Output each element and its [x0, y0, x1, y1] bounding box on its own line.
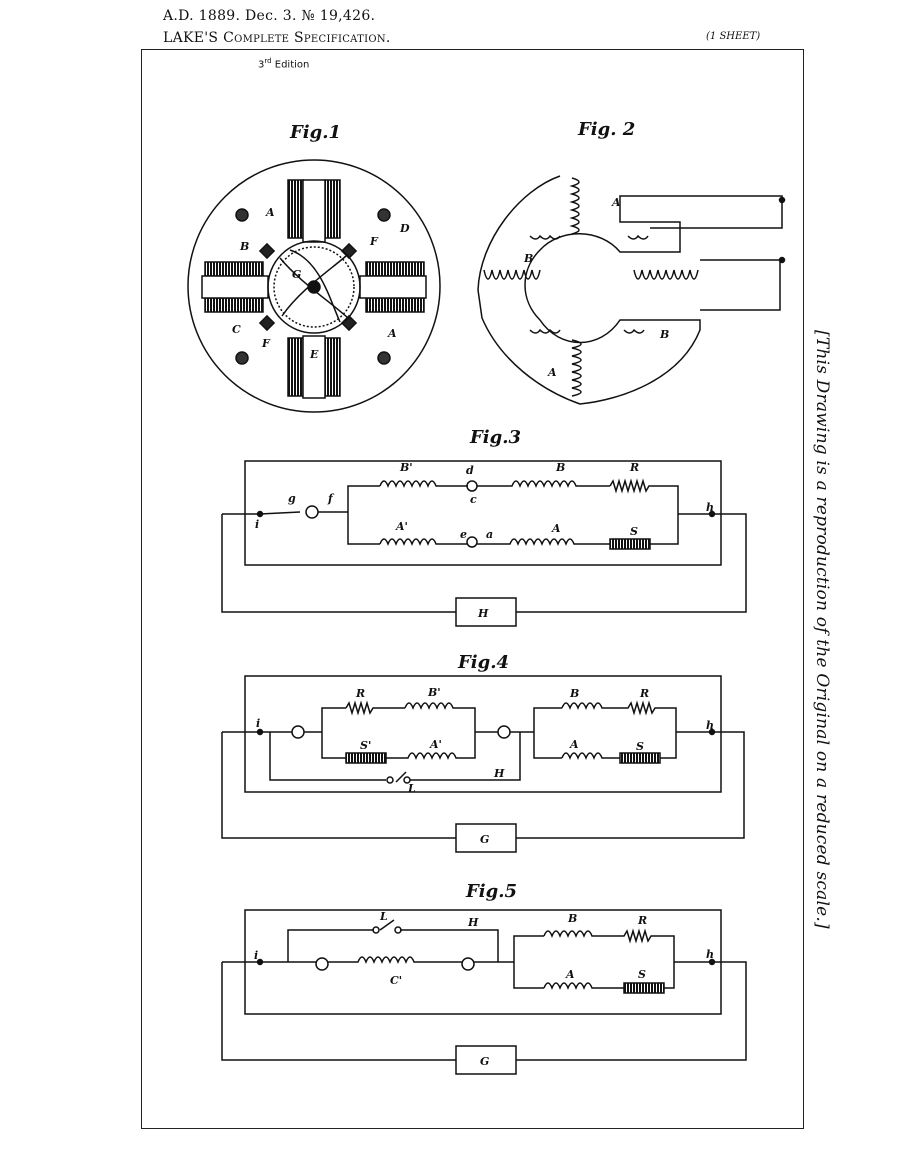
fig5-label-L: L — [379, 910, 388, 923]
fig1-stator-disc — [187, 159, 441, 413]
edition-word: Edition — [274, 59, 310, 71]
fig2-label-B: B — [523, 252, 533, 265]
fig3-label-Bp: B' — [399, 461, 413, 474]
fig3-label-d: d — [466, 464, 474, 477]
fig1-bolt-hole — [235, 208, 249, 222]
fig3-label-i: i — [255, 518, 259, 531]
fig4-label-Bp: B' — [427, 686, 441, 699]
patent-header-line: A.D. 1889. Dec. 3. № 19,426. — [163, 8, 376, 24]
fig5-label-Cp: C' — [390, 974, 402, 987]
fig2-coil-right — [633, 269, 699, 280]
fig3-label-f: f — [327, 492, 335, 505]
fig2-label-A: A — [547, 366, 557, 379]
fig3-box — [244, 460, 722, 566]
fig1-label-E: E — [309, 348, 319, 361]
fig5-generator-box — [455, 1045, 517, 1075]
fig3-label-A: A — [551, 522, 561, 535]
fig2-title: Fig. 2 — [577, 119, 635, 140]
fig4-label-B: B — [569, 687, 579, 700]
fig5-label-G: G — [480, 1055, 489, 1068]
fig2-frame-outline — [477, 175, 783, 405]
fig4-title: Fig.4 — [457, 652, 509, 673]
fig4-label-S: S — [636, 740, 644, 753]
fig2-coil-left — [483, 269, 541, 280]
fig3-label-a: a — [486, 528, 493, 541]
fig4-generator-box — [455, 823, 517, 853]
fig4-label-G: G — [480, 833, 489, 846]
edition-number: 3 — [258, 59, 265, 71]
fig5-label-h: h — [706, 948, 714, 961]
fig2-coil-A-top — [569, 177, 580, 235]
fig3-label-h: h — [706, 501, 714, 514]
fig1-title: Fig.1 — [289, 122, 341, 143]
fig4-label-Ap: A' — [429, 738, 442, 751]
fig4-label-Sp: S' — [360, 739, 371, 752]
fig3-title: Fig.3 — [469, 427, 521, 448]
fig1-shaft — [307, 280, 321, 294]
fig1-label-F: F — [261, 337, 271, 350]
fig1-motor-cross-section: Fig.1 — [187, 122, 441, 413]
fig2-small-coils — [529, 234, 649, 334]
fig5-title: Fig.5 — [465, 881, 517, 902]
fig1-field-coils — [201, 179, 427, 399]
fig2-label-B: B — [659, 328, 669, 341]
fig4-box — [244, 675, 722, 793]
fig3-label-Ap: A' — [395, 520, 408, 533]
fig3-label-R: R — [629, 461, 639, 474]
fig4-label-R: R — [639, 687, 649, 700]
fig5-circuit: Fig.5 L H B R i h C' A S G — [221, 881, 747, 1075]
fig1-label-C: C — [232, 323, 241, 336]
fig1-label-A: A — [387, 327, 397, 340]
fig4-label-A: A — [569, 738, 579, 751]
fig3-label-g: g — [288, 492, 296, 505]
fig5-label-A: A — [565, 968, 575, 981]
fig5-label-S: S — [638, 968, 646, 981]
fig3-label-S: S — [630, 525, 638, 538]
fig2-winding-diagram: Fig. 2 A A B B — [477, 119, 786, 405]
fig5-label-B: B — [567, 912, 577, 925]
drawing-frame — [141, 49, 804, 1129]
fig3-circuit: Fig.3 B' d c B R g f i h A' e a A — [221, 427, 747, 627]
fig1-bolt-hole — [377, 351, 391, 365]
fig1-label-B: B — [239, 240, 249, 253]
sheet-count: (1 SHEET) — [706, 31, 761, 42]
fig1-brushes — [258, 242, 358, 332]
edition-suffix: rd — [264, 57, 272, 65]
fig3-label-B: B — [555, 461, 565, 474]
fig1-label-D: D — [399, 222, 410, 235]
fig4-label-i: i — [256, 717, 260, 730]
edition-label: 3rd Edition — [258, 57, 309, 70]
fig3-generator-box — [455, 597, 517, 627]
fig4-circuit: Fig.4 R B' B R i h S' A' A S — [221, 652, 745, 853]
fig5-label-H: H — [467, 916, 479, 929]
specification-title: LAKE'S Complete Specification. — [163, 30, 391, 46]
fig3-label-H: H — [477, 607, 489, 620]
fig1-armature — [267, 240, 361, 334]
fig3-switch-contact — [305, 505, 319, 519]
fig1-bolt-hole — [377, 208, 391, 222]
fig4-label-H: H — [493, 767, 505, 780]
fig1-bolt-hole — [235, 351, 249, 365]
fig5-label-R: R — [637, 914, 647, 927]
fig4-label-L: L — [407, 782, 416, 795]
fig4-label-R: R — [355, 687, 365, 700]
fig3-label-c: c — [470, 493, 477, 506]
fig2-coil-A-bottom — [571, 339, 582, 397]
fig5-label-i: i — [254, 949, 258, 962]
fig3-label-e: e — [460, 528, 467, 541]
fig2-label-A: A — [611, 196, 621, 209]
fig1-label-F: F — [369, 235, 379, 248]
fig1-label-G: G — [292, 268, 301, 281]
fig4-label-h: h — [706, 719, 714, 732]
fig1-label-A: A — [265, 206, 275, 219]
